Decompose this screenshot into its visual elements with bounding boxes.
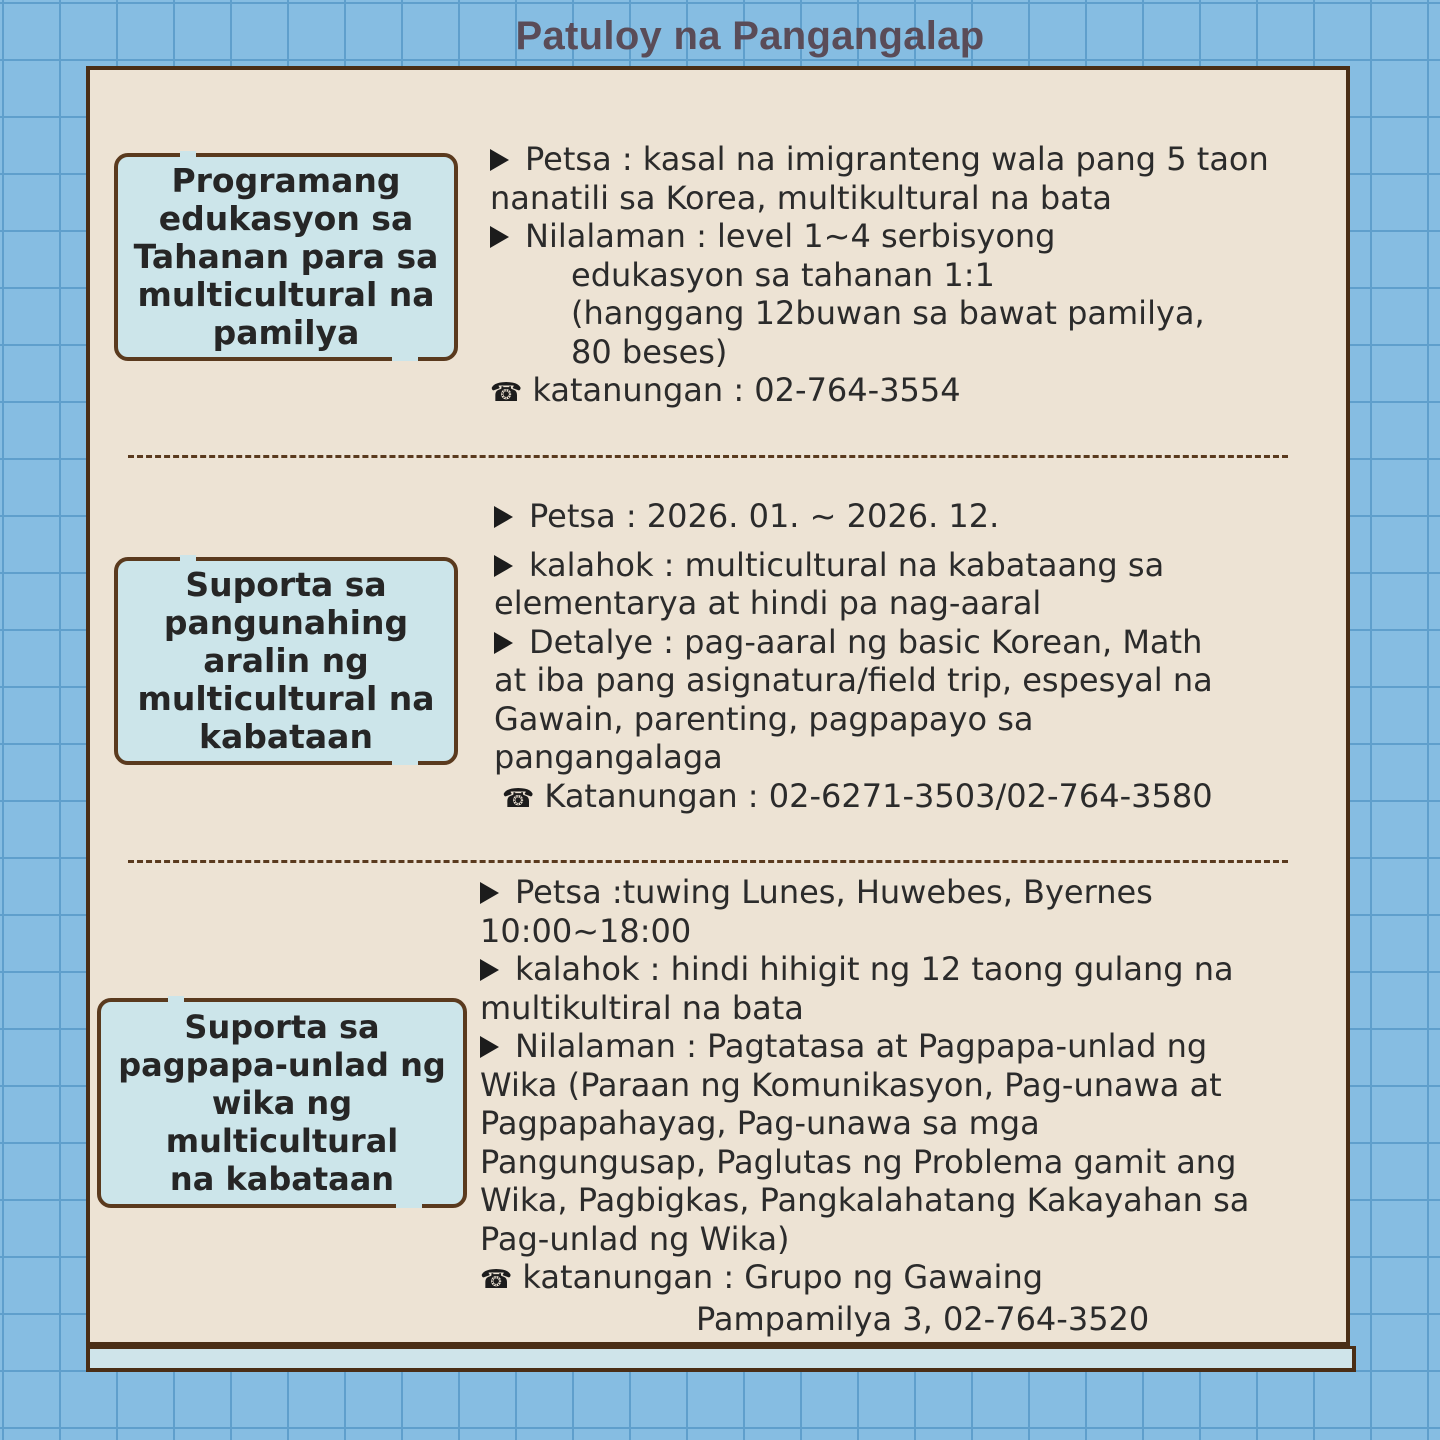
section-divider <box>128 860 1288 863</box>
label-line: Suporta sa <box>185 565 387 604</box>
detail-line: 10:00~18:00 <box>480 912 1249 951</box>
label-line: pamilya <box>212 313 360 352</box>
detail-line: elementarya at hindi pa nag-aaral <box>494 584 1213 623</box>
label-line: multicultural na <box>137 275 435 314</box>
detail-line: Pag-unlad ng Wika) <box>480 1220 1249 1259</box>
detail-text: edukasyon sa tahanan 1:1 <box>571 255 995 294</box>
detail-line: kalahok : hindi hihigit ng 12 taong gula… <box>480 950 1249 989</box>
bullet-triangle-icon <box>494 554 513 577</box>
label-line: pagpapa-unlad ng <box>118 1046 446 1084</box>
detail-text: at iba pang asignatura/field trip, espes… <box>494 661 1213 699</box>
detail-line: nanatili sa Korea, multikultural na bata <box>490 179 1269 218</box>
detail-text: Nilalaman : level 1~4 serbisyong <box>525 217 1056 255</box>
bullet-triangle-icon <box>480 1036 499 1058</box>
detail-text: Petsa :tuwing Lunes, Huwebes, Byernes <box>515 873 1153 911</box>
label-line: Suporta sa <box>184 1008 380 1046</box>
label-border-gap <box>168 996 184 1002</box>
section-divider <box>128 455 1288 458</box>
detail-text: Pangungusap, Paglutas ng Problema gamit … <box>480 1142 1237 1181</box>
program-details-basic-learning: Petsa : 2026. 01. ~ 2026. 12. kalahok : m… <box>494 497 1213 818</box>
label-line: aralin ng <box>203 641 369 680</box>
detail-text: Wika, Pagbigkas, Pangkalahatang Kakayaha… <box>480 1181 1250 1219</box>
label-border-gap <box>392 759 418 765</box>
detail-line: Pampamilya 3, 02-764-3520 <box>480 1300 1249 1339</box>
detail-text: Pampamilya 3, 02-764-3520 <box>696 1299 1150 1338</box>
label-line: kabataan <box>199 717 373 756</box>
detail-line: Petsa : kasal na imigranteng wala pang 5… <box>490 140 1269 179</box>
bullet-triangle-icon <box>480 882 499 904</box>
bullet-triangle-icon <box>494 631 513 654</box>
detail-text: Petsa : kasal na imigranteng wala pang 5… <box>525 140 1269 178</box>
detail-text: kalahok : hindi hihigit ng 12 taong gula… <box>515 950 1234 988</box>
detail-line: pangangalaga <box>494 738 1213 777</box>
bullet-triangle-icon <box>490 226 509 248</box>
detail-line: Nilalaman : level 1~4 serbisyong <box>490 217 1269 256</box>
detail-line: Petsa :tuwing Lunes, Huwebes, Byernes <box>480 873 1249 912</box>
detail-line: ☎ Katanungan : 02-6271-3503/02-764-3580 <box>494 777 1213 819</box>
label-line: multicultural na <box>137 679 435 718</box>
detail-text: Pagpapahayag, Pag-unawa sa mga <box>480 1104 1040 1142</box>
detail-line: Detalye : pag-aaral ng basic Korean, Mat… <box>494 623 1213 662</box>
label-border-gap <box>180 555 196 561</box>
bullet-triangle-icon <box>494 506 513 528</box>
detail-text: Detalye : pag-aaral ng basic Korean, Mat… <box>529 622 1203 661</box>
detail-text: (hanggang 12buwan sa bawat pamilya, <box>571 294 1205 332</box>
detail-line: Gawain, parenting, pagpapayo sa <box>494 700 1213 739</box>
label-line: na kabataan <box>169 1160 395 1198</box>
detail-line: kalahok : multicultural na kabataang sa <box>494 546 1213 585</box>
label-border-gap <box>392 355 418 361</box>
detail-text: Petsa : 2026. 01. ~ 2026. 12. <box>529 497 1000 535</box>
label-border-gap <box>180 151 196 157</box>
telephone-icon: ☎ <box>490 378 523 408</box>
panel-footer-strip <box>86 1346 1356 1372</box>
bullet-triangle-icon <box>480 959 499 981</box>
detail-line: Wika, Pagbigkas, Pangkalahatang Kakayaha… <box>480 1181 1249 1220</box>
detail-line: 80 beses) <box>490 333 1269 372</box>
detail-line: at iba pang asignatura/field trip, espes… <box>494 661 1213 700</box>
detail-line: Pagpapahayag, Pag-unawa sa mga <box>480 1104 1249 1143</box>
detail-line: Nilalaman : Pagtatasa at Pagpapa-unlad n… <box>480 1027 1249 1066</box>
label-border-gap <box>396 1202 422 1208</box>
detail-line: Pangungusap, Paglutas ng Problema gamit … <box>480 1143 1249 1182</box>
telephone-icon: ☎ <box>502 783 535 814</box>
label-line: edukasyon sa <box>158 199 414 238</box>
detail-text: 80 beses) <box>571 332 728 371</box>
label-line: Tahanan para sa <box>133 237 439 276</box>
detail-text: Pag-unlad ng Wika) <box>480 1219 790 1258</box>
detail-text: pangangalaga <box>494 738 723 776</box>
detail-line: Petsa : 2026. 01. ~ 2026. 12. <box>494 497 1213 536</box>
telephone-icon: ☎ <box>480 1265 513 1295</box>
label-line: wika ng multicultural <box>165 1084 399 1160</box>
detail-text: multikultiral na bata <box>480 988 804 1027</box>
detail-text: elementarya at hindi pa nag-aaral <box>494 584 1042 622</box>
detail-line: multikultiral na bata <box>480 989 1249 1028</box>
detail-line: edukasyon sa tahanan 1:1 <box>490 256 1269 295</box>
detail-text: nanatili sa Korea, multikultural na bata <box>490 178 1112 217</box>
page-title: Patuloy na Pangangalap <box>515 14 985 58</box>
detail-line: ☎ katanungan : Grupo ng Gawaing <box>480 1258 1249 1300</box>
program-details-home-education: Petsa : kasal na imigranteng wala pang 5… <box>490 140 1269 413</box>
detail-text: 10:00~18:00 <box>480 911 692 950</box>
detail-text: Gawain, parenting, pagpapayo sa <box>494 699 1034 738</box>
label-line: pangunahing <box>163 603 409 642</box>
detail-text: katanungan : Grupo ng Gawaing <box>522 1258 1044 1296</box>
detail-line: ☎ katanungan : 02-764-3554 <box>490 371 1269 413</box>
label-line: Programang <box>171 161 401 200</box>
detail-text: Wika (Paraan ng Komunikasyon, Pag-unawa … <box>480 1065 1222 1104</box>
bullet-triangle-icon <box>490 149 509 171</box>
detail-text: Katanungan : 02-6271-3503/02-764-3580 <box>544 776 1213 815</box>
detail-text: kalahok : multicultural na kabataang sa <box>529 545 1165 584</box>
detail-text: katanungan : 02-764-3554 <box>532 371 961 409</box>
detail-text: Nilalaman : Pagtatasa at Pagpapa-unlad n… <box>515 1027 1208 1065</box>
detail-line: Wika (Paraan ng Komunikasyon, Pag-unawa … <box>480 1066 1249 1105</box>
detail-line: (hanggang 12buwan sa bawat pamilya, <box>490 294 1269 333</box>
